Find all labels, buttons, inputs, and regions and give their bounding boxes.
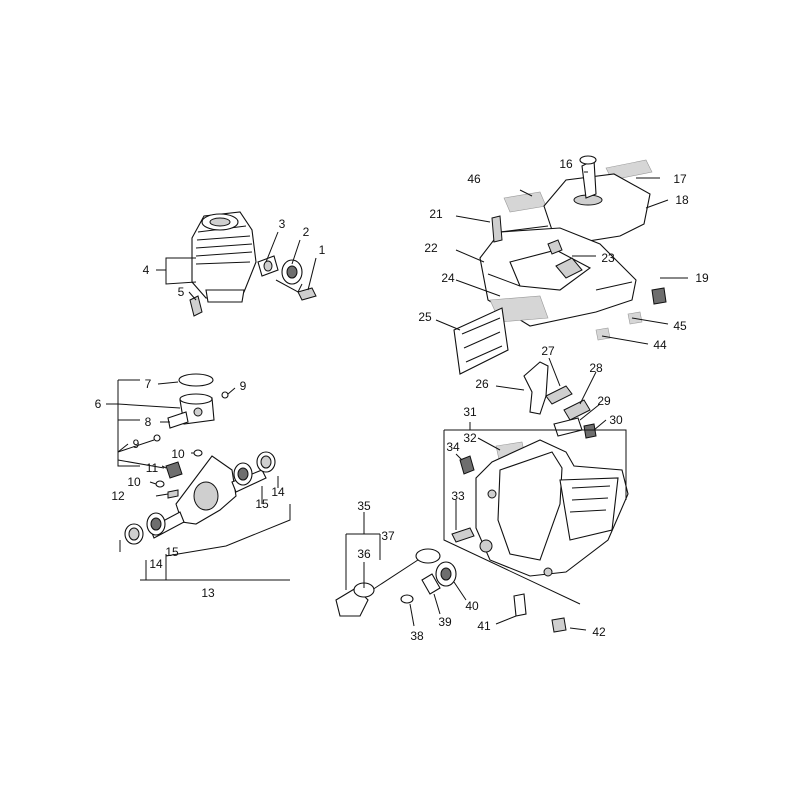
callout-11: 11 [146,461,159,475]
callout-36: 36 [357,547,371,561]
callout-6: 6 [95,397,102,411]
callout-12: 12 [111,489,125,503]
callout-24: 24 [441,271,455,285]
callout-39: 39 [438,615,452,629]
callout-38: 38 [410,629,424,643]
callout-15-left: 15 [165,545,179,559]
leader-lines [106,171,688,631]
callout-labels: 1 2 3 4 5 6 7 8 9 9 10 10 11 12 13 14 14… [95,157,709,643]
callout-9-bottom: 9 [133,437,140,451]
callout-27: 27 [541,344,555,358]
callout-42: 42 [592,625,606,639]
callout-1: 1 [319,243,326,257]
top-cover-assembly [453,155,667,375]
callout-22: 22 [424,241,438,255]
callout-19: 19 [695,271,709,285]
callout-14-right: 14 [271,485,285,499]
callout-16: 16 [559,157,573,171]
callout-31: 31 [463,405,477,419]
callout-4: 4 [143,263,150,277]
callout-13: 13 [201,586,215,600]
crankcase-assembly [335,361,629,633]
callout-41: 41 [477,619,491,633]
callout-28: 28 [589,361,603,375]
callout-14-left: 14 [149,557,163,571]
callout-18: 18 [675,193,689,207]
callout-3: 3 [279,217,286,231]
callout-21: 21 [429,207,443,221]
callout-37: 37 [381,529,395,543]
callout-25: 25 [418,310,432,324]
cylinder-assembly [189,211,317,317]
callout-10-bottom: 10 [127,475,141,489]
callout-29: 29 [597,394,611,408]
callout-45: 45 [673,319,687,333]
callout-10-top: 10 [171,447,185,461]
callout-33: 33 [451,489,465,503]
callout-23: 23 [601,251,615,265]
callout-2: 2 [303,225,310,239]
callout-32: 32 [463,431,477,445]
callout-26: 26 [475,377,489,391]
crankshaft-assembly [124,373,276,545]
callout-34: 34 [446,440,460,454]
callout-5: 5 [178,285,185,299]
callout-7: 7 [145,377,152,391]
callout-30: 30 [609,413,623,427]
callout-15-right: 15 [255,497,269,511]
callout-44: 44 [653,338,667,352]
callout-40: 40 [465,599,479,613]
callout-17: 17 [673,172,687,186]
callout-9-top: 9 [240,379,247,393]
callout-46: 46 [467,172,481,186]
callout-35: 35 [357,499,371,513]
callout-8: 8 [145,415,152,429]
